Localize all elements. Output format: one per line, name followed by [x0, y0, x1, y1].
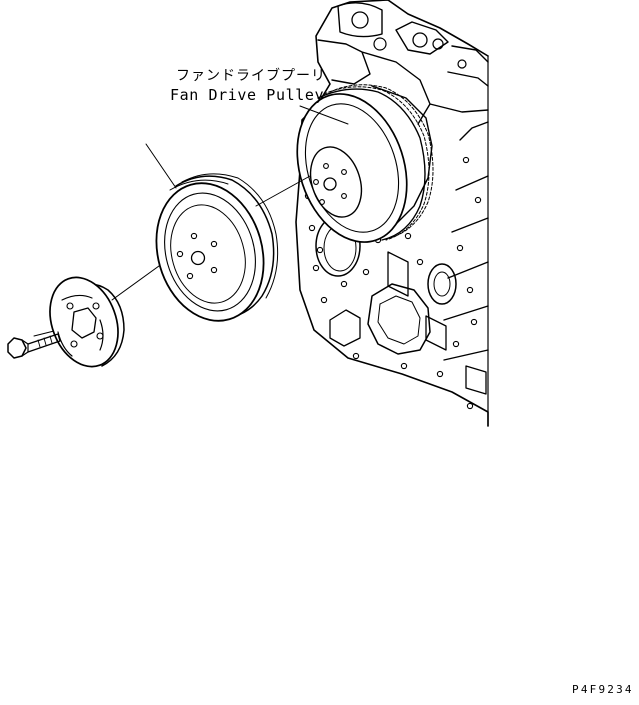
installed-pulley-center-hole: [323, 177, 337, 191]
gear-cover-inner: [377, 295, 421, 345]
pulley-bolt-holes: [176, 232, 218, 280]
plate-slot: [425, 315, 447, 351]
spacer-bolt-holes: [66, 302, 104, 348]
installed-pulley-groove-band: [317, 88, 426, 241]
installed-pulley-face: [296, 93, 408, 243]
label-leader-line: [299, 105, 349, 125]
head-bolt-hole: [351, 11, 369, 29]
gear-cover-opening: [367, 283, 431, 355]
installed-pulley-groove: [323, 84, 434, 241]
fan-drive-pulley: [155, 173, 279, 322]
spacer-front-face: [49, 276, 119, 368]
lower-plate-boss: [329, 309, 361, 347]
engine-side-face: [443, 121, 489, 361]
plate-slot: [387, 251, 409, 297]
bolt-head-flange: [21, 339, 29, 357]
part-label-english: Fan Drive Pulley: [170, 86, 325, 104]
pulley-center-hole: [190, 250, 206, 266]
installed-pulley-hub: [309, 146, 363, 218]
installed-pulley-rim: [304, 103, 400, 233]
head-bolt-hole: [412, 32, 428, 48]
head-bolt-hole: [432, 38, 444, 50]
pulley-front-rim: [164, 192, 256, 312]
head-bolt-hole: [373, 37, 387, 51]
mounting-bolt: [7, 333, 61, 359]
side-round-boss-inner: [433, 271, 451, 297]
pulley-groove-lines: [169, 173, 279, 299]
pulley-front-face: [155, 182, 265, 322]
installed-fan-drive-pulley: [296, 84, 434, 243]
part-label-japanese: ファンドライブプーリ: [176, 68, 326, 84]
plate-slot: [465, 365, 487, 395]
side-round-boss: [427, 263, 457, 305]
plate-bolt-holes: [304, 156, 482, 410]
pulley-spacer: [49, 276, 125, 368]
cylinder-head-top: [317, 2, 489, 125]
installed-pulley-bolt-holes: [313, 163, 347, 205]
head-bolt-hole: [457, 59, 467, 69]
bolt-hex-head: [7, 337, 27, 359]
pulley-web-ring: [170, 204, 246, 304]
bolt-shank: [27, 333, 61, 353]
bolt-thread: [37, 335, 53, 348]
figure-code: P4F9234: [572, 683, 634, 696]
pulley-back-rim: [175, 175, 275, 319]
callout-leader-line: [145, 143, 177, 189]
spacer-center-bore: [71, 307, 97, 339]
